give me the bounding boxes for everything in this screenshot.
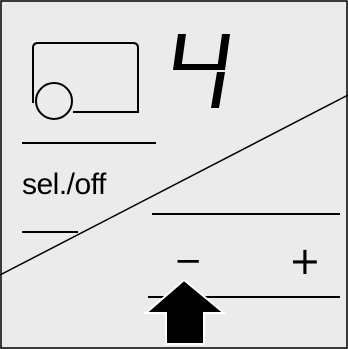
- segment-lower-right: [211, 72, 225, 108]
- plus-button[interactable]: +: [289, 239, 321, 283]
- select-off-label[interactable]: sel./off: [22, 168, 106, 201]
- segment-upper-left: [173, 34, 186, 70]
- diagonal-divider: [0, 94, 348, 276]
- up-arrow-icon: [143, 278, 227, 345]
- minus-button[interactable]: −: [174, 241, 203, 281]
- seven-segment-digit: [173, 34, 230, 108]
- segment-middle: [174, 64, 220, 70]
- segment-upper-right: [217, 34, 230, 70]
- pot-on-hob-icon: [32, 42, 139, 120]
